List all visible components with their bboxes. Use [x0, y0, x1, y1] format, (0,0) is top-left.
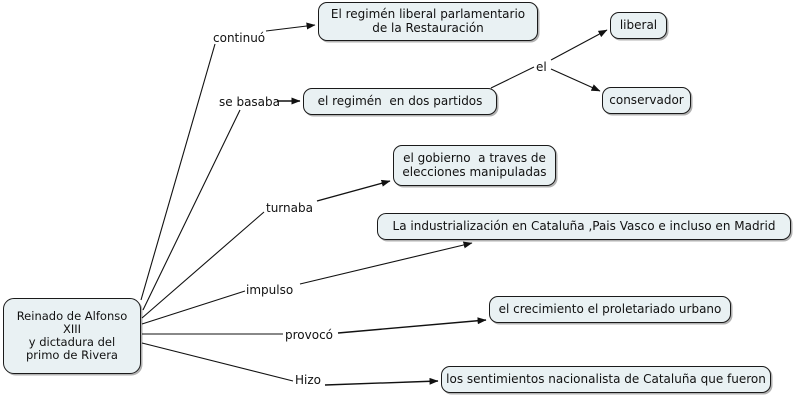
node-dos-partidos[interactable]: el regimén en dos partidos [303, 88, 497, 115]
connector-root-impulso [141, 290, 246, 325]
node-root[interactable]: Reinado de Alfonso XIII y dictadura del … [3, 298, 141, 374]
node-sentimientos-nacionalistas[interactable]: los sentimientos nacionalista de Cataluñ… [441, 366, 771, 393]
connector-turnaba-gobierno [316, 179, 391, 202]
connector-el-liberal [550, 29, 608, 61]
link-label-se-basaba: se basaba [219, 95, 280, 109]
link-label-turnaba: turnaba [266, 201, 313, 215]
node-liberal[interactable]: liberal [610, 12, 667, 39]
connector-provoco-proletariado [337, 317, 487, 334]
connector-root-continuo [140, 43, 216, 301]
node-industrializacion[interactable]: La industrialización en Cataluña ,Pais V… [377, 213, 791, 240]
link-label-hizo: Hizo [295, 373, 321, 387]
node-regimen-liberal-parlamentario[interactable]: El regimén liberal parlamentario de la R… [318, 2, 538, 41]
connector-impulso-industrializacion [299, 241, 473, 285]
link-label-provoco: provocó [285, 328, 334, 342]
link-label-el: el [536, 60, 547, 74]
connector-root-hizo [141, 342, 294, 382]
link-label-continuo: continuó [213, 31, 266, 45]
connector-el-conservador [550, 68, 601, 92]
node-conservador[interactable]: conservador [602, 87, 691, 114]
node-gobierno-elecciones[interactable]: el gobierno a traves de elecciones manip… [393, 145, 556, 186]
connector-hizo-nacionalista [324, 377, 439, 386]
connector-dos-partidos-el [490, 66, 535, 89]
node-proletariado-urbano[interactable]: el crecimiento el proletariado urbano [489, 296, 731, 323]
connector-root-turnaba [141, 211, 265, 319]
connector-continuo-regimen-liberal [265, 22, 316, 32]
connector-root-se-basaba [142, 109, 241, 311]
link-label-impulso: impulso [246, 283, 294, 297]
